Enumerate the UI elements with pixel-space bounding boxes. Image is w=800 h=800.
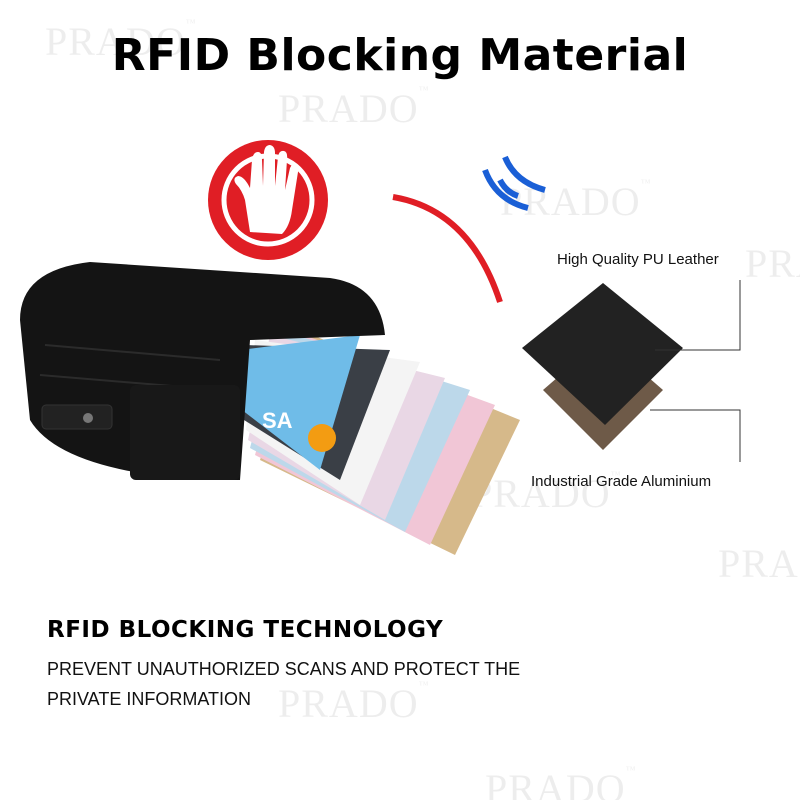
leather-label: High Quality PU Leather bbox=[557, 251, 719, 268]
watermark: PRADO™ bbox=[485, 765, 637, 800]
stop-hand-icon bbox=[208, 140, 328, 260]
blocked-signal-arc bbox=[392, 194, 503, 303]
description-line-2: PRIVATE INFORMATION bbox=[47, 689, 252, 709]
wallet-with-cards: SA bbox=[20, 262, 520, 555]
tech-heading: RFID BLOCKING TECHNOLOGY bbox=[47, 617, 444, 643]
wireless-signal-icon bbox=[482, 155, 546, 211]
watermark: PRADO™ bbox=[500, 178, 652, 224]
watermark: PRADO™ bbox=[45, 18, 197, 64]
aluminium-label: Industrial Grade Aluminium bbox=[531, 473, 712, 490]
description-line-1: PREVENT UNAUTHORIZED SCANS AND PROTECT T… bbox=[47, 659, 521, 679]
leather-sample bbox=[522, 283, 683, 425]
svg-text:SA: SA bbox=[262, 408, 293, 433]
watermark: PRADO bbox=[745, 241, 800, 286]
watermark: PRADO™ bbox=[278, 85, 430, 131]
watermark: PRADO™ bbox=[278, 680, 430, 726]
watermark: PRADO bbox=[718, 541, 800, 586]
page-title: RFID Blocking Material bbox=[111, 30, 689, 81]
watermark: PRADO™ bbox=[470, 470, 622, 516]
